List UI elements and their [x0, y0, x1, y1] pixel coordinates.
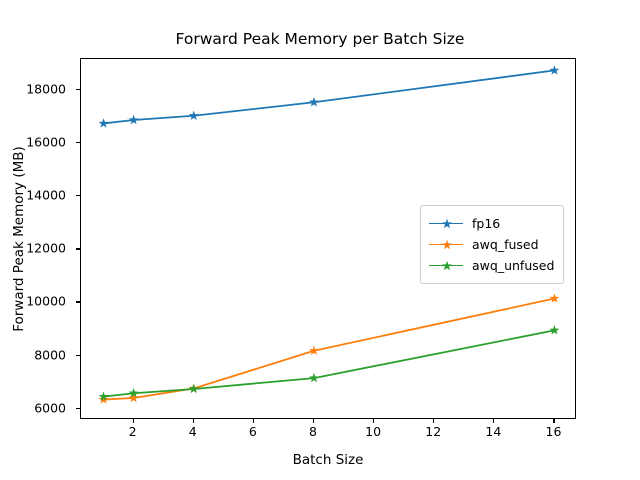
- x-tick-mark: [373, 419, 375, 423]
- x-tick-label: 10: [365, 424, 382, 439]
- series-awq_fused: [98, 293, 560, 404]
- x-axis-label: Batch Size: [292, 452, 364, 468]
- y-tick-mark: [76, 89, 80, 91]
- y-tick-label: 8000: [34, 347, 66, 363]
- x-tick-label: 2: [128, 424, 137, 439]
- data-point-marker: [309, 372, 319, 383]
- legend-label: fp16: [472, 216, 501, 231]
- y-tick-label: 12000: [26, 240, 66, 256]
- y-axis-label: Forward Peak Memory (MB): [8, 58, 30, 419]
- data-point-marker: [98, 118, 109, 128]
- y-tick-label: 18000: [26, 81, 66, 97]
- y-tick-mark: [76, 354, 80, 356]
- legend-star-icon: [442, 260, 452, 270]
- plot-area: [80, 58, 576, 419]
- data-point-marker: [309, 345, 319, 355]
- x-tick-mark: [553, 419, 555, 423]
- data-point-marker: [549, 293, 560, 303]
- series-line: [103, 69, 555, 125]
- y-tick-label: 6000: [34, 400, 66, 416]
- x-tick-mark: [192, 419, 194, 423]
- x-tick-mark: [252, 419, 254, 423]
- y-tick-label: 14000: [26, 187, 66, 203]
- chart-title: Forward Peak Memory per Batch Size: [175, 30, 465, 48]
- series-awq_unfused: [98, 325, 560, 401]
- x-tick-label: 4: [188, 424, 197, 439]
- series-fp16: [98, 65, 560, 128]
- y-axis-label-text: Forward Peak Memory (MB): [11, 145, 27, 332]
- legend-sample: [429, 259, 463, 273]
- y-tick-mark: [76, 407, 80, 409]
- x-tick-label: 6: [248, 424, 257, 439]
- x-tick-label: 16: [545, 424, 562, 439]
- x-tick-mark: [312, 419, 315, 423]
- data-point-marker: [128, 392, 139, 403]
- data-point-marker: [549, 65, 560, 75]
- y-tick-mark: [76, 195, 80, 197]
- data-point-marker: [98, 394, 109, 404]
- legend-star-shape: [442, 218, 452, 228]
- x-tick-label: 14: [485, 424, 502, 439]
- series-line: [103, 329, 555, 398]
- y-tick-mark: [76, 142, 80, 144]
- x-tick-mark: [132, 419, 134, 423]
- data-point-marker: [98, 391, 109, 401]
- legend-star-icon: [442, 239, 452, 249]
- data-point-marker: [128, 388, 139, 398]
- x-tick-label: 12: [425, 424, 442, 439]
- y-tick-label: 16000: [26, 134, 66, 150]
- data-point-marker: [128, 114, 139, 125]
- legend-item-awq_unfused: awq_unfused: [429, 255, 554, 276]
- y-tick-mark: [76, 248, 80, 250]
- x-tick-label: 8: [308, 424, 317, 439]
- x-tick-mark: [433, 419, 435, 423]
- legend-star-shape: [442, 239, 452, 249]
- legend-star-icon: [442, 218, 452, 228]
- legend-item-fp16: fp16: [429, 213, 554, 234]
- data-point-marker: [549, 325, 560, 335]
- legend-item-awq_fused: awq_fused: [429, 234, 554, 255]
- legend-sample: [429, 217, 463, 231]
- plot-lines: [98, 65, 560, 404]
- legend-star-shape: [442, 260, 452, 270]
- series-line: [103, 297, 555, 401]
- legend-label: awq_fused: [472, 237, 539, 252]
- x-tick-mark: [493, 419, 495, 423]
- legend-sample: [429, 238, 463, 252]
- data-point-marker: [188, 110, 199, 120]
- chart-legend: fp16 awq_fused awq_unfused: [420, 205, 565, 284]
- data-point-marker: [188, 383, 199, 394]
- data-point-marker: [309, 97, 319, 107]
- y-tick-mark: [76, 301, 80, 303]
- legend-label: awq_unfused: [472, 258, 555, 273]
- y-tick-label: 10000: [26, 293, 66, 309]
